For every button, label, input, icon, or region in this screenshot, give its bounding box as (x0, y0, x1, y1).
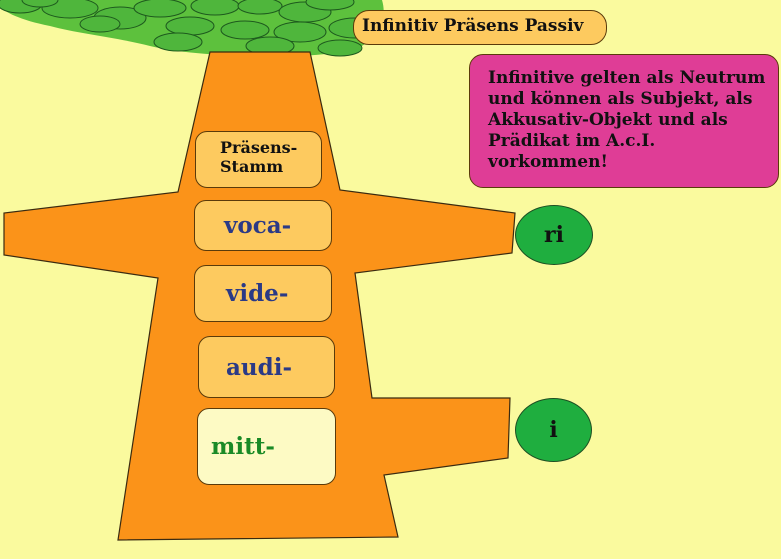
ending-i: i (515, 398, 592, 462)
leaf (237, 0, 283, 15)
leaf (41, 0, 99, 19)
stem-mitt: mitt- (197, 408, 336, 485)
ending-ri: ri (515, 205, 593, 265)
leaf (190, 0, 240, 16)
leaf (79, 15, 121, 33)
leaf (317, 39, 363, 57)
leaf (305, 0, 355, 11)
leaf (273, 21, 327, 43)
stem-header-label: Präsens- Stamm (195, 131, 322, 188)
leaf (133, 0, 187, 18)
title-label: Infinitiv Präsens Passiv (353, 10, 607, 45)
note-box: Infinitive gelten als Neutrum und können… (469, 54, 779, 188)
leaf (165, 16, 215, 36)
leaf (153, 32, 203, 52)
stem-voca: voca- (194, 200, 332, 251)
leaf (220, 20, 270, 40)
stem-audi: audi- (198, 336, 335, 398)
leaf (21, 0, 59, 8)
stem-vide: vide- (194, 265, 332, 322)
canopy-leaves (0, 0, 382, 57)
